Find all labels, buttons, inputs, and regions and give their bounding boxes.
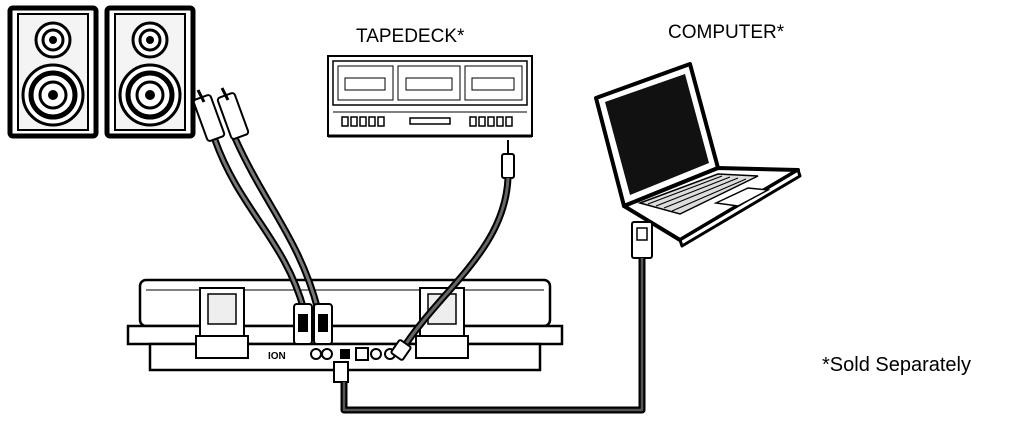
usb-plug-icon: [333, 221, 653, 383]
headphone-plug-icon: [501, 140, 515, 179]
brand-logo: ION: [268, 351, 286, 362]
rca-plug-icon: [192, 87, 250, 142]
turntable-icon: ION: [126, 278, 564, 372]
computer-label: COMPUTER*: [668, 22, 785, 43]
tapedeck-cable: [390, 177, 512, 361]
rca-cable-right: [231, 136, 322, 311]
tapedeck-label: TAPEDECK*: [356, 26, 465, 47]
right-speaker-icon: [104, 5, 196, 139]
left-hinge-icon: [195, 287, 249, 359]
rca-plug-bottom-icon: [293, 303, 333, 345]
rca-cable-left: [211, 138, 308, 311]
usb-cable: [340, 258, 646, 414]
laptop-icon: [594, 62, 802, 248]
tapedeck-icon: [327, 55, 533, 138]
sold-separately-note: *Sold Separately: [822, 354, 971, 376]
left-speaker-icon: [7, 5, 99, 139]
